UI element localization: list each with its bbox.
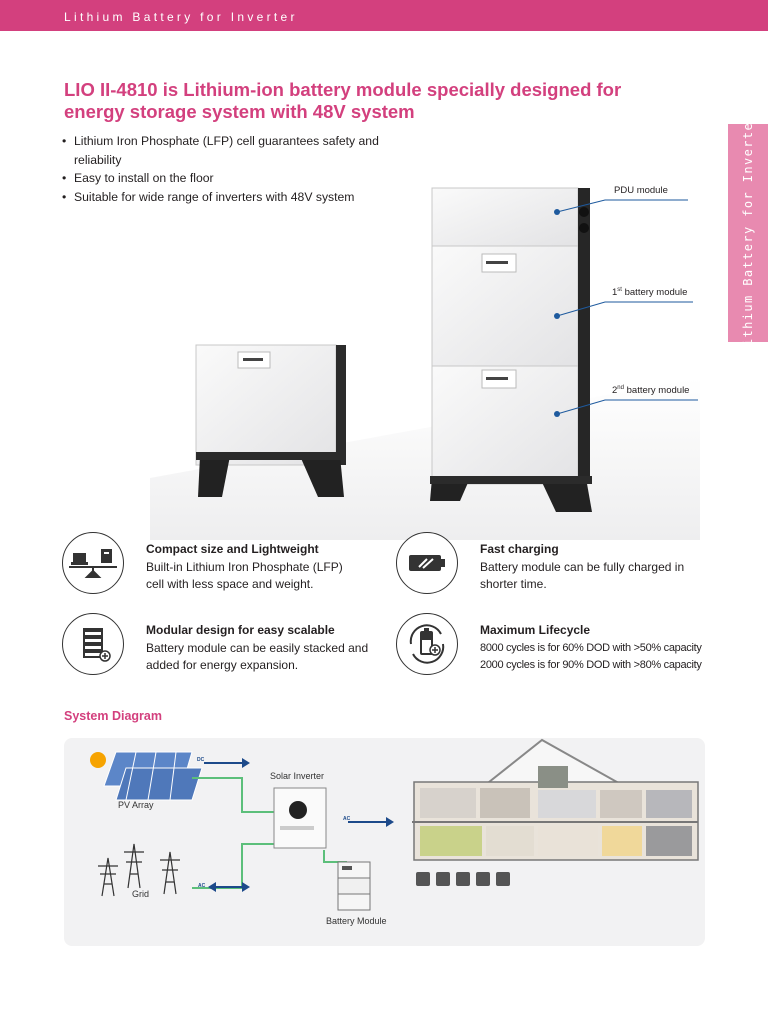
scale-icon: [62, 532, 124, 594]
feature-description: Built-in Lithium Iron Phosphate (LFP)cel…: [146, 560, 343, 591]
pv-array-label: PV Array: [118, 800, 154, 810]
product-hero-illustration: [150, 187, 700, 540]
battery-module-icon: [337, 861, 371, 911]
feature-title: Fast charging: [480, 542, 559, 556]
house-illustration: [412, 738, 699, 861]
headline: LIO II-4810 is Lithium-ion battery modul…: [64, 79, 622, 122]
bullet-item: Suitable for wide range of inverters wit…: [62, 188, 394, 207]
bullet-item: Easy to install on the floor: [62, 169, 394, 188]
callout-lines: [556, 199, 698, 415]
feature-description: 8000 cycles is for 60% DOD with >50% cap…: [480, 642, 702, 671]
bullet-item: Lithium Iron Phosphate (LFP) cell guaran…: [62, 132, 394, 169]
side-tab: Lithium Battery for Inverter: [728, 113, 768, 355]
dc-label: DC: [197, 757, 205, 763]
sun-icon: [90, 752, 106, 768]
callout-battery-module-2: 2nd battery module: [612, 385, 690, 397]
grid-label: Grid: [132, 889, 150, 899]
system-diagram-title: System Diagram: [64, 709, 162, 723]
feature-title: Modular design for easy scalable: [146, 623, 335, 637]
battery-module-label: Battery Module: [326, 916, 387, 926]
battery-cycle-icon: [396, 613, 458, 675]
feature-title: Maximum Lifecycle: [480, 623, 591, 637]
solar-inverter-icon: [273, 787, 327, 849]
header-title: Lithium Battery for Inverter: [64, 10, 298, 24]
system-diagram: PV Array Solar Inverter Grid Battery Mod…: [64, 738, 705, 946]
callout-battery-module-1: 1st battery module: [612, 287, 688, 299]
appliance-icons: [416, 872, 510, 886]
stacked-battery-unit: [430, 187, 592, 512]
feature-title: Compact size and Lightweight: [146, 542, 319, 556]
single-battery-unit: [195, 344, 346, 497]
solar-inverter-label: Solar Inverter: [270, 771, 325, 781]
stacked-modules-icon: [62, 613, 124, 675]
fast-charge-battery-icon: [396, 532, 458, 594]
ac-output-label: AC: [343, 816, 351, 822]
pv-array-icon: [103, 751, 203, 801]
ac-grid-label: AC: [198, 883, 206, 889]
callout-pdu-module: PDU module: [614, 185, 668, 196]
feature-bullets: Lithium Iron Phosphate (LFP) cell guaran…: [62, 132, 394, 206]
feature-description: Battery module can be easily stacked and…: [146, 641, 369, 672]
grid-pylons-icon: [98, 843, 180, 897]
header-bar: Lithium Battery for Inverter: [0, 0, 768, 31]
